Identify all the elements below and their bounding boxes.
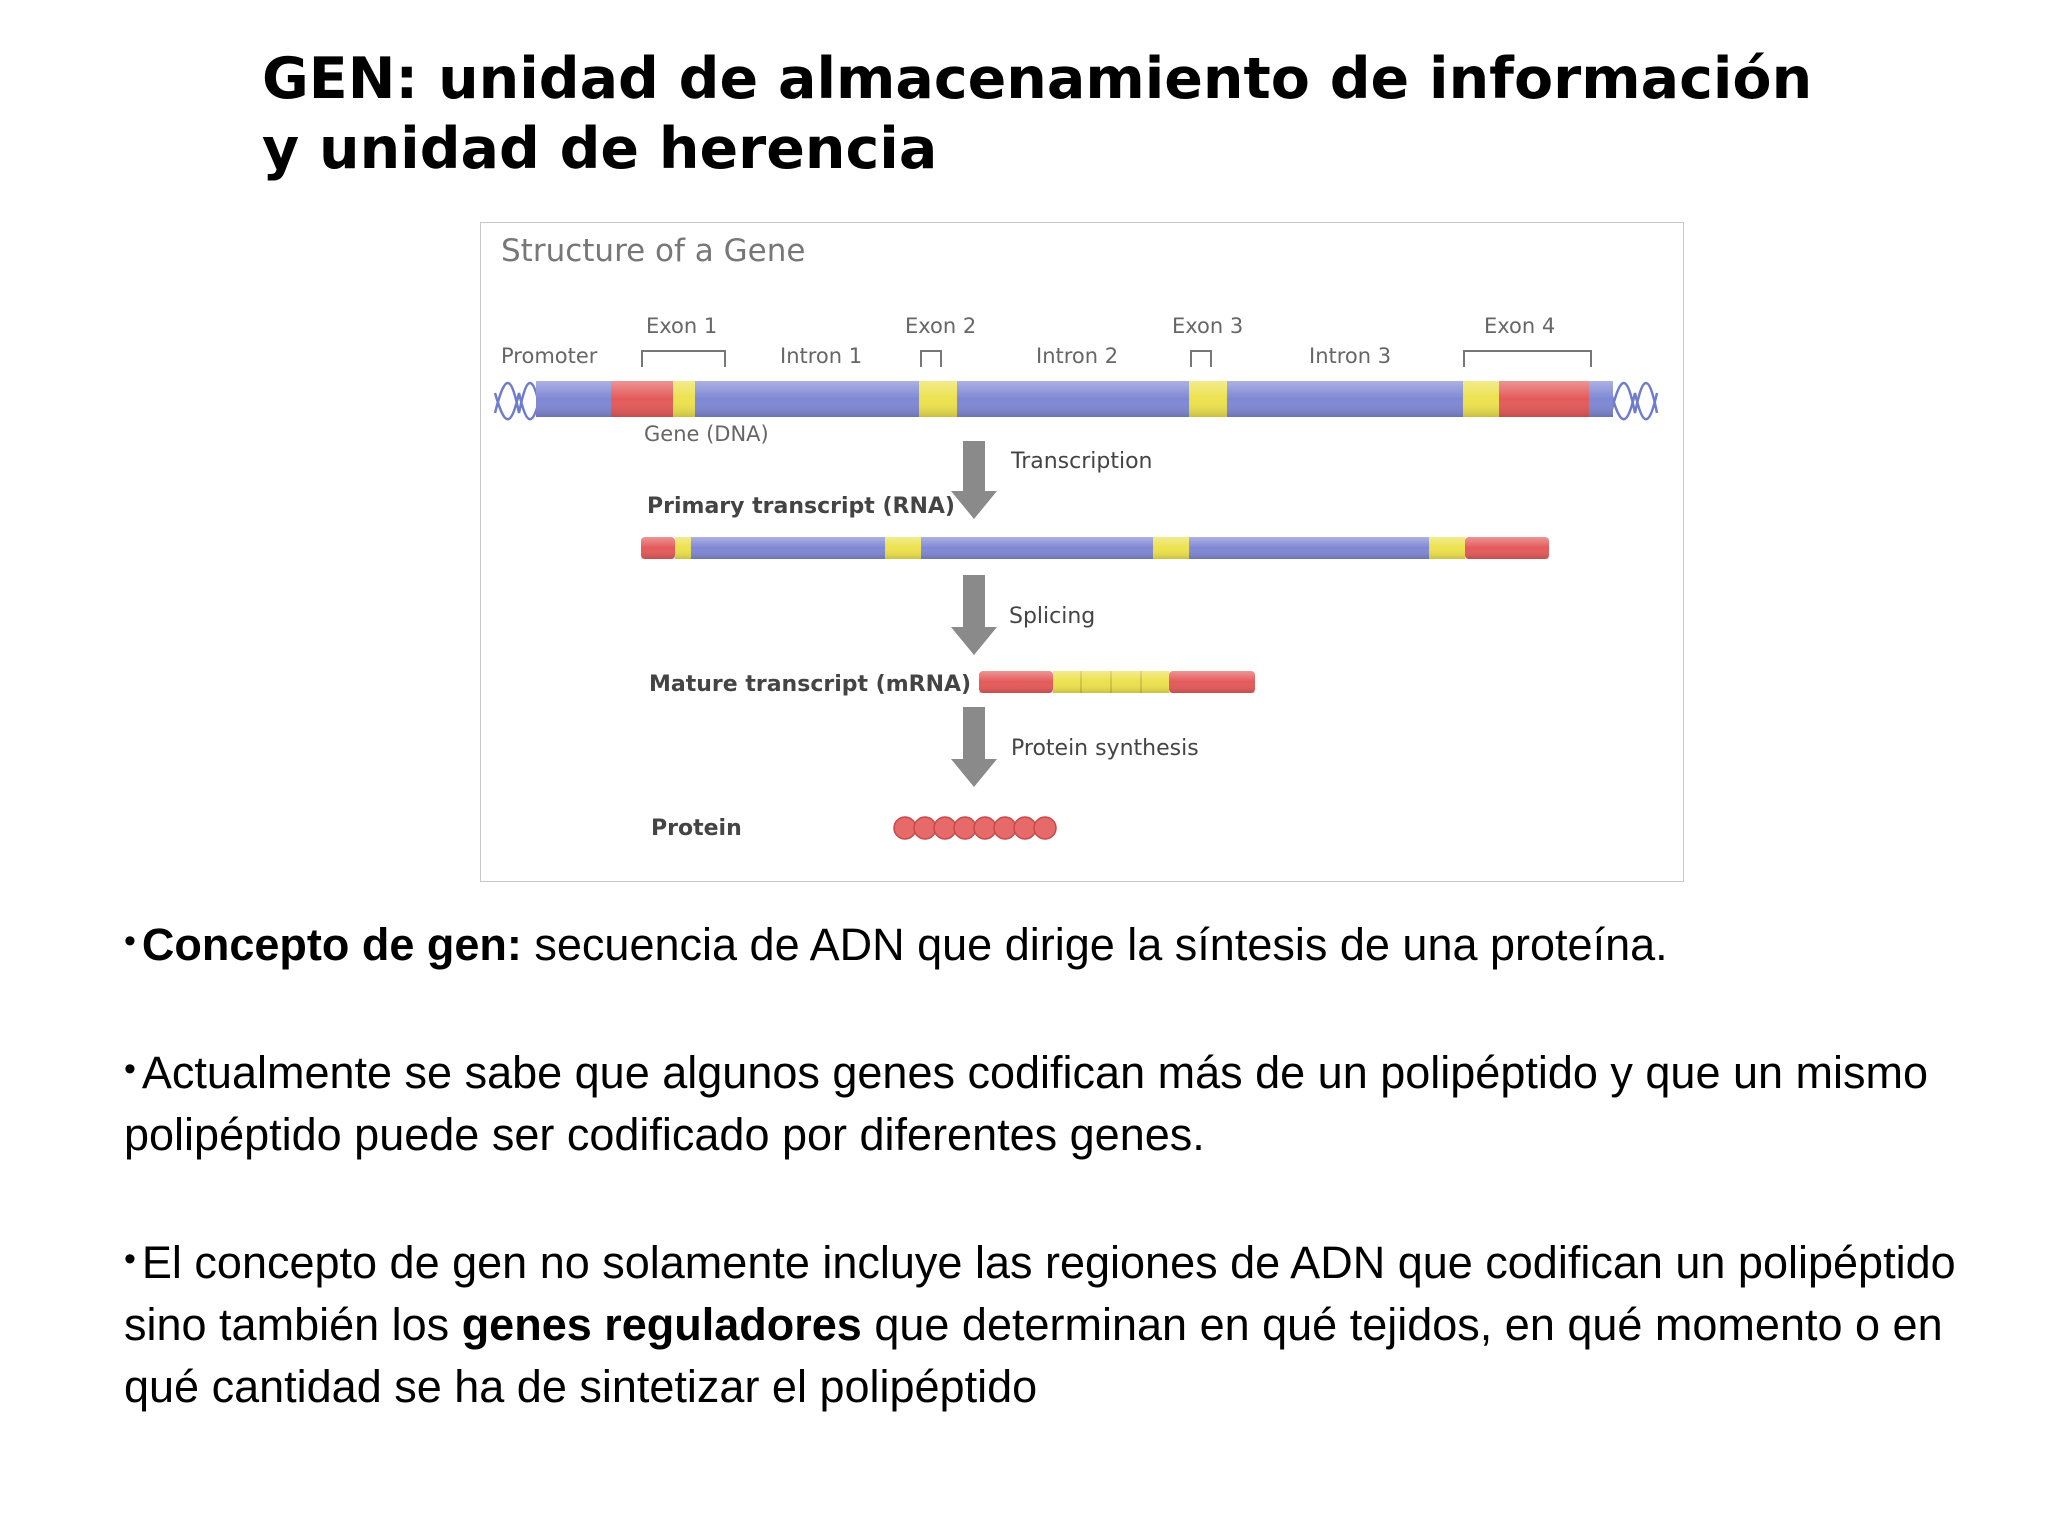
protein-bead (973, 816, 997, 840)
bullet-dot: • (124, 1050, 136, 1088)
figure-title: Structure of a Gene (501, 233, 805, 269)
label-transcription: Transcription (1010, 449, 1153, 474)
mature-transcript-bar (979, 671, 1255, 693)
label-mature-transcript: Mature transcript (mRNA) (649, 672, 971, 697)
label-promoter: Promoter (501, 344, 598, 368)
label-exon-1: Exon 1 (646, 314, 717, 338)
exon-2-bracket (920, 350, 942, 367)
bullet-list: •Concepto de gen: secuencia de ADN que d… (124, 910, 2024, 1480)
protein-bead (893, 816, 917, 840)
label-protein-synthesis: Protein synthesis (1011, 736, 1199, 761)
gene-dna-bar (536, 381, 1613, 417)
bullet-regulatory-genes: •El concepto de gen no solamente incluye… (124, 1228, 2024, 1418)
bullet-1-text: secuencia de ADN que dirige la síntesis … (521, 919, 1668, 970)
label-splicing: Splicing (1009, 604, 1095, 629)
label-exon-2: Exon 2 (905, 314, 976, 338)
bullet-dot: • (124, 922, 136, 960)
exon-brackets (641, 350, 1592, 367)
bullet-3-text-a: El concepto de gen no solamente incluye … (124, 1237, 1956, 1350)
label-exon-3: Exon 3 (1172, 314, 1243, 338)
protein-bead-chain (893, 816, 1057, 840)
splicing-arrow (951, 575, 997, 655)
protein-bead (953, 816, 977, 840)
exon-4-bracket (1463, 350, 1592, 367)
label-intron-3: Intron 3 (1309, 344, 1391, 368)
label-primary-transcript: Primary transcript (RNA) (647, 494, 955, 519)
transcription-arrow (951, 441, 997, 519)
dna-helix-left (493, 381, 543, 421)
bullet-1-bold: Concepto de gen: (141, 919, 522, 970)
label-intron-1: Intron 1 (780, 344, 862, 368)
title-line-1: GEN: unidad de almacenamiento de informa… (262, 46, 1813, 112)
exon-1-bracket (641, 350, 726, 367)
bullet-2-text: Actualmente se sabe que algunos genes co… (124, 1047, 1929, 1160)
primary-transcript-bar (641, 537, 1549, 559)
title-line-2: y unidad de herencia (262, 116, 938, 182)
gene-structure-figure: Structure of a Gene Promoter Exon 1 Exon… (480, 222, 1684, 882)
protein-bead (1013, 816, 1037, 840)
slide-title: GEN: unidad de almacenamiento de informa… (262, 44, 1962, 184)
protein-synthesis-arrow (951, 707, 997, 787)
gene-structure-diagram: Structure of a Gene Promoter Exon 1 Exon… (493, 233, 1659, 841)
bullet-3-bold: genes reguladores (461, 1299, 862, 1350)
protein-bead (1033, 816, 1057, 840)
label-protein: Protein (651, 816, 742, 841)
label-intron-2: Intron 2 (1036, 344, 1118, 368)
dna-helix-right (1609, 381, 1659, 421)
label-exon-4: Exon 4 (1484, 314, 1555, 338)
bullet-dot: • (124, 1240, 136, 1278)
protein-bead (933, 816, 957, 840)
protein-bead (913, 816, 937, 840)
protein-bead (993, 816, 1017, 840)
bullet-3-text-b: que determinan en qué tejidos, en qué mo… (124, 1299, 1943, 1412)
bullet-polypeptides: •Actualmente se sabe que algunos genes c… (124, 1038, 2024, 1166)
bullet-gene-concept: •Concepto de gen: secuencia de ADN que d… (124, 910, 2024, 976)
label-gene-dna: Gene (DNA) (644, 422, 769, 446)
exon-3-bracket (1190, 350, 1212, 367)
